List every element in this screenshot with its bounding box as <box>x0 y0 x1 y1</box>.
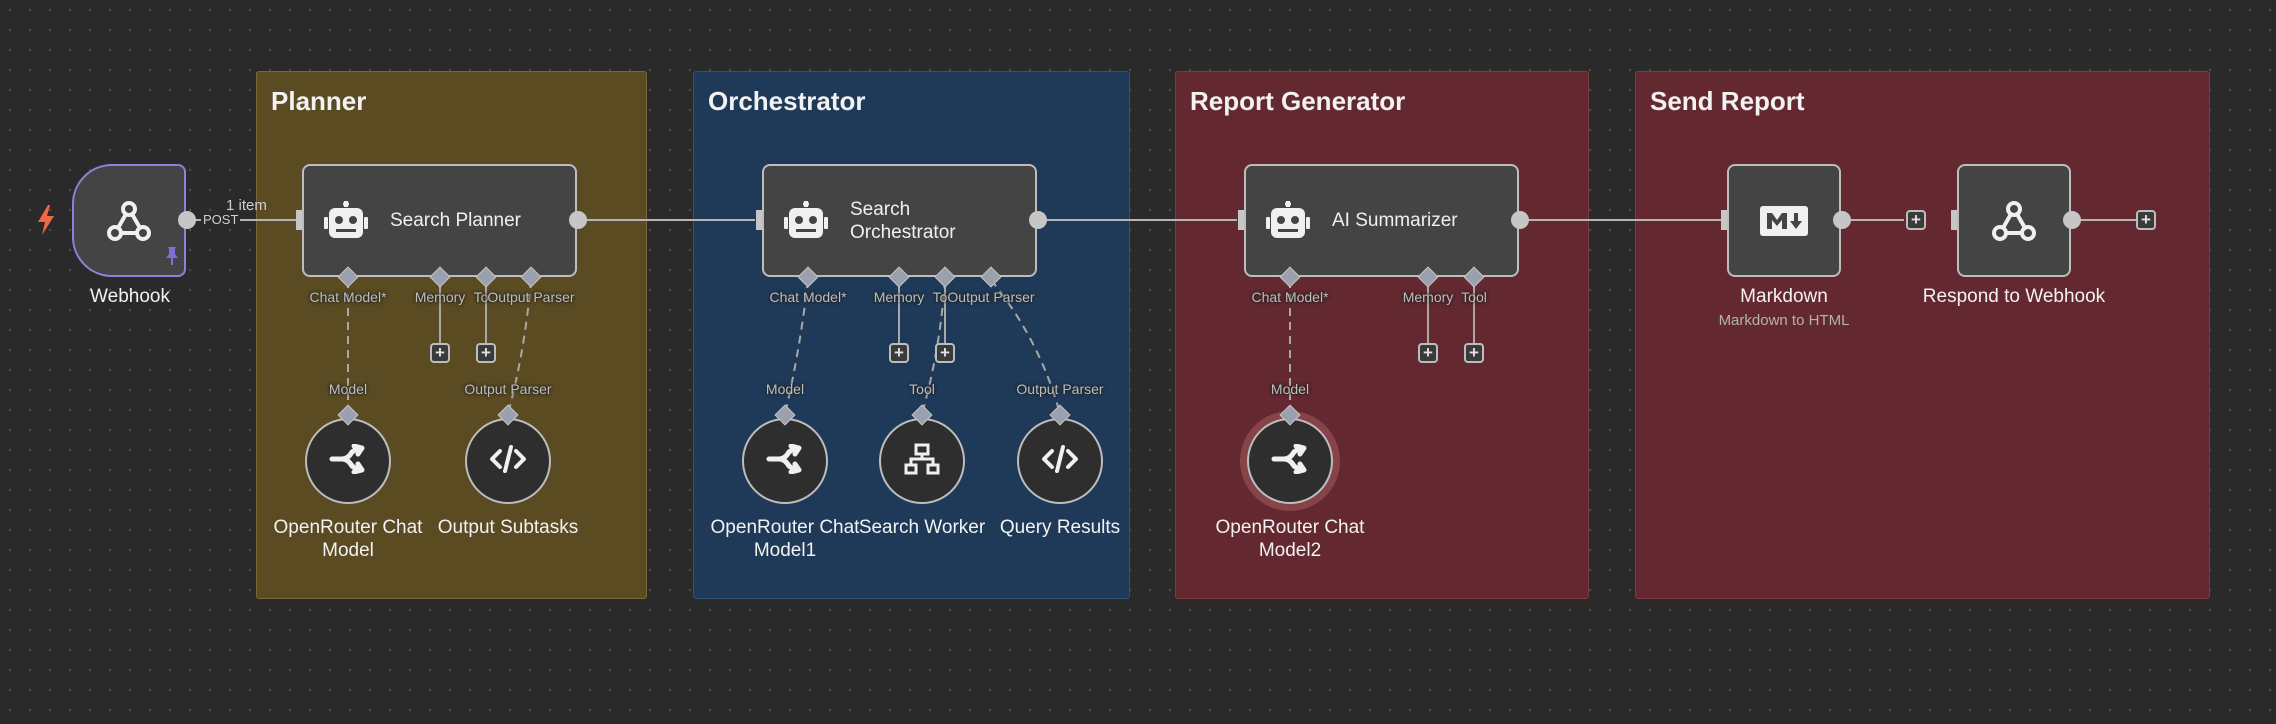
label-line: Model <box>322 540 374 561</box>
node-search-planner[interactable]: Search Planner <box>302 164 577 277</box>
node-label: Search Planner <box>390 210 521 231</box>
port-label-output-parser: Output Parser <box>947 289 1035 305</box>
node-label: Query Results <box>999 517 1121 538</box>
code-icon <box>1042 444 1078 478</box>
sticky-title: Send Report <box>1650 86 1805 116</box>
add-memory-button[interactable]: + <box>889 343 909 363</box>
webhook-icon <box>1988 195 2040 247</box>
label-line: OpenRouter Chat <box>1215 517 1365 538</box>
webhook-icon <box>103 195 155 247</box>
add-tool-button[interactable]: + <box>476 343 496 363</box>
add-node-button[interactable]: + <box>2136 210 2156 230</box>
node-webhook[interactable] <box>72 164 186 277</box>
sticky-send-report[interactable]: Send Report <box>1635 71 2210 599</box>
port-label-chat-model: Chat Model* <box>769 289 847 305</box>
robot-icon <box>1266 199 1310 243</box>
port-label-output-parser: Output Parser <box>487 289 575 305</box>
port-label-chat-model: Chat Model* <box>1251 289 1329 305</box>
sticky-title: Orchestrator <box>708 86 866 116</box>
port-label-tool: Tool <box>909 381 935 397</box>
node-subtitle: Markdown to HTML <box>1718 312 1850 329</box>
node-label: Respond to Webhook <box>1922 286 2106 307</box>
port-label-tool: To <box>932 289 948 305</box>
edge-items-label: 1 item <box>226 197 267 214</box>
node-output-subtasks[interactable] <box>465 418 551 504</box>
node-label: Search Orchestrator <box>850 198 956 243</box>
robot-icon <box>324 199 368 243</box>
sticky-planner[interactable]: Planner <box>256 71 647 599</box>
port-label-model: Model <box>765 381 805 397</box>
label-line: Model1 <box>753 540 817 561</box>
node-label: Markdown <box>1740 286 1828 307</box>
openrouter-icon <box>765 443 805 479</box>
node-markdown[interactable] <box>1727 164 1841 277</box>
port-label-memory: Memory <box>1402 289 1454 305</box>
port-label-output-parser: Output Parser <box>464 381 552 397</box>
openrouter-icon <box>1270 443 1310 479</box>
node-respond-to-webhook[interactable] <box>1957 164 2071 277</box>
robot-icon <box>784 199 828 243</box>
add-tool-button[interactable]: + <box>1464 343 1484 363</box>
port-label-chat-model: Chat Model* <box>309 289 387 305</box>
node-label: AI Summarizer <box>1332 210 1458 231</box>
add-node-button[interactable]: + <box>1906 210 1926 230</box>
port-label-tool: Tool <box>1461 289 1487 305</box>
port-label-tool: To <box>473 289 489 305</box>
add-memory-button[interactable]: + <box>430 343 450 363</box>
pin-icon <box>164 246 180 271</box>
openrouter-icon <box>328 443 368 479</box>
port-label-model: Model <box>1270 381 1310 397</box>
sticky-report-generator[interactable]: Report Generator <box>1175 71 1589 599</box>
port-label-output-parser: Output Parser <box>1016 381 1104 397</box>
node-openrouter-chat-model2[interactable] <box>1247 418 1333 504</box>
code-icon <box>490 444 526 478</box>
node-label: Output Subtasks <box>437 517 579 538</box>
port-label-memory: Memory <box>414 289 466 305</box>
node-openrouter-chat-model[interactable] <box>305 418 391 504</box>
label-line: OpenRouter Chat <box>273 517 423 538</box>
sitemap-icon <box>904 443 940 480</box>
node-query-results[interactable] <box>1017 418 1103 504</box>
node-ai-summarizer[interactable]: AI Summarizer <box>1244 164 1519 277</box>
sticky-title: Report Generator <box>1190 86 1406 116</box>
port-label-model: Model <box>328 381 368 397</box>
node-label: Webhook <box>90 286 170 307</box>
trigger-bolt-icon <box>36 205 56 240</box>
node-openrouter-chat-model1[interactable] <box>742 418 828 504</box>
node-search-orchestrator[interactable]: Search Orchestrator <box>762 164 1037 277</box>
markdown-icon <box>1760 205 1808 236</box>
label-line: OpenRouter Chat <box>710 517 860 538</box>
webhook-method-label: POST <box>201 212 241 227</box>
port-label-memory: Memory <box>873 289 925 305</box>
sticky-title: Planner <box>271 86 367 116</box>
add-tool-button[interactable]: + <box>935 343 955 363</box>
add-memory-button[interactable]: + <box>1418 343 1438 363</box>
node-search-worker[interactable] <box>879 418 965 504</box>
label-line: Model2 <box>1258 540 1322 561</box>
node-label: Search Worker <box>858 517 986 538</box>
